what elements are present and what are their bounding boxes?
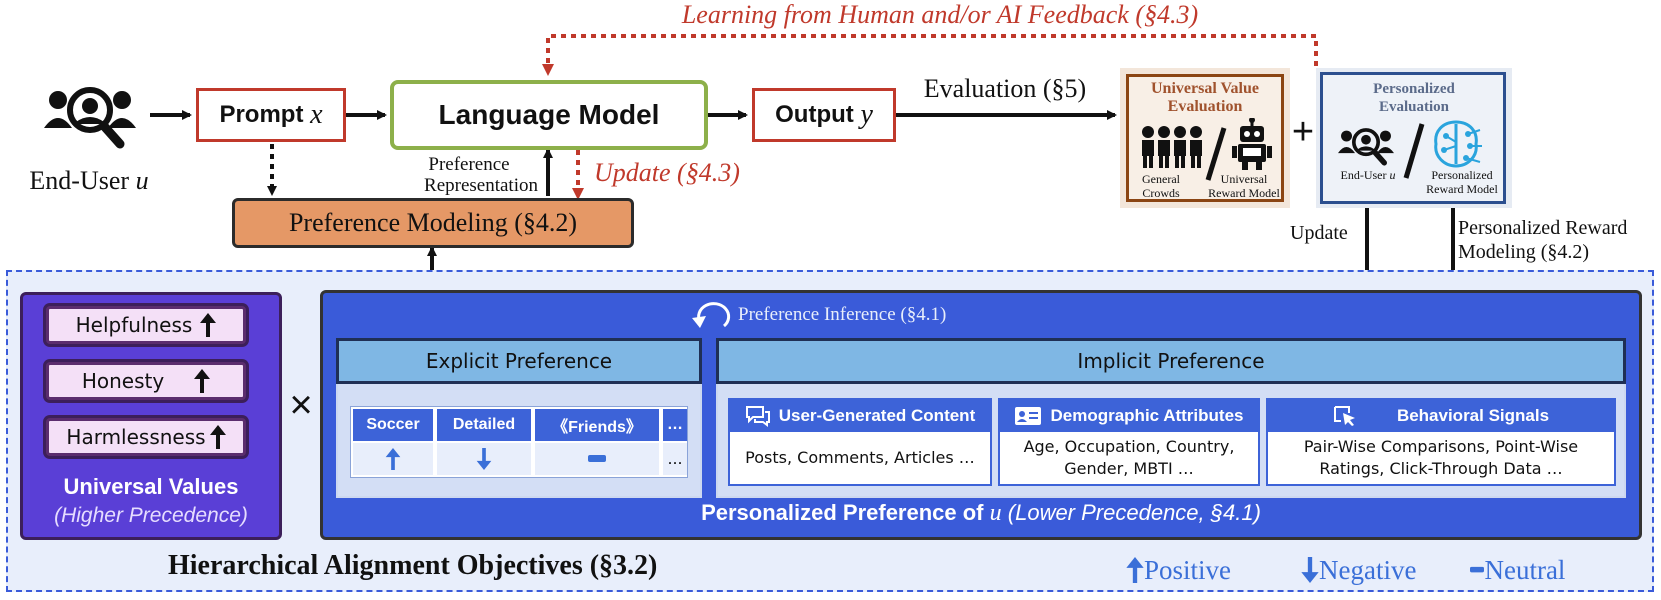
explicit-cell-friends <box>535 443 659 475</box>
value-pill-helpfulness: Helpfulness <box>46 306 246 344</box>
universal-reward-model-icon <box>1232 118 1272 170</box>
end-user-small-label: End-User u <box>1340 168 1396 182</box>
universal-evaluation-title: Universal Value Evaluation <box>1150 80 1259 115</box>
explicit-header-detailed: Detailed <box>437 409 531 441</box>
card-body: Pair-Wise Comparisons, Point-Wise Rating… <box>1268 432 1614 484</box>
up-arrow-icon <box>200 313 217 337</box>
end-user-small-icon <box>1338 128 1394 166</box>
preference-representation-label: Preference Representation <box>424 154 538 196</box>
explicit-cell-soccer <box>353 443 433 475</box>
explicit-cell-more: … <box>663 443 687 475</box>
slash-divider-icon <box>1205 127 1227 181</box>
output-box: Output y <box>752 88 896 142</box>
legend-positive: Positive <box>1126 555 1231 586</box>
personalized-preference-footer: Personalized Preference of u (Lower Prec… <box>701 500 1261 526</box>
feedback-loop-arrow <box>542 34 1318 76</box>
positive-arrow-icon <box>385 448 401 470</box>
implicit-preference-title: Implicit Preference <box>716 338 1626 384</box>
preference-modeling-box: Preference Modeling (§4.2) <box>232 198 634 248</box>
universal-values-title: Universal Values <box>63 474 239 499</box>
card-header: User-Generated Content <box>730 400 990 432</box>
update-label: Update (§4.3) <box>594 158 740 187</box>
personalized-rm-label: Personalized Reward Model <box>1426 168 1498 196</box>
personalized-evaluation-title: Personalized Evaluation <box>1373 81 1455 115</box>
value-pill-honesty: Honesty <box>46 362 246 400</box>
chat-bubbles-icon <box>745 406 770 427</box>
negative-arrow-icon <box>476 448 492 470</box>
explicit-preference-title: Explicit Preference <box>336 338 702 384</box>
personalized-reward-modeling-label: Personalized Reward Modeling (§4.2) <box>1458 217 1628 263</box>
preference-inference-label: Preference Inference (§4.1) <box>738 304 947 325</box>
refresh-loop-icon <box>692 302 731 328</box>
legend: Positive Negative Neutral <box>1126 552 1646 588</box>
explicit-header-friends: 《Friends》 <box>535 409 659 441</box>
explicit-header-soccer: Soccer <box>353 409 433 441</box>
explicit-cell-detailed <box>437 443 531 475</box>
up-arrow-icon <box>194 369 211 393</box>
feedback-label: Learning from Human and/or AI Feedback (… <box>681 0 1199 29</box>
neutral-dash-icon <box>588 455 606 462</box>
up-arrow-icon <box>209 425 226 449</box>
evaluation-label: Evaluation (§5) <box>923 74 1087 103</box>
general-crowds-icon <box>1142 126 1202 168</box>
general-crowds-label: General Crowds <box>1142 172 1180 200</box>
times-sign: × <box>289 382 313 427</box>
positive-legend-icon <box>1126 557 1144 583</box>
prompt-box: Prompt x <box>196 88 346 142</box>
ai-brain-icon <box>1434 120 1482 168</box>
personalized-evaluation-panel: Personalized Evaluation End-User u Perso… <box>1316 68 1512 208</box>
card-header: Behavioral Signals <box>1268 400 1614 432</box>
implicit-card-demographic: Demographic Attributes Age, Occupation, … <box>998 398 1260 486</box>
card-body: Age, Occupation, Country, Gender, MBTI … <box>1000 432 1258 484</box>
card-header: Demographic Attributes <box>1000 400 1258 432</box>
value-pill-harmlessness: Harmlessness <box>46 418 246 456</box>
language-model-box: Language Model <box>390 80 708 150</box>
legend-neutral: Neutral <box>1470 555 1565 586</box>
legend-negative: Negative <box>1301 555 1416 586</box>
plus-sign: + <box>1291 110 1315 153</box>
explicit-header-more: … <box>663 409 687 441</box>
update-small-label: Update <box>1290 222 1348 244</box>
negative-legend-icon <box>1301 557 1319 583</box>
implicit-card-behavioral: Behavioral Signals Pair-Wise Comparisons… <box>1266 398 1616 486</box>
end-user-icon <box>44 87 136 149</box>
id-card-icon <box>1015 407 1042 425</box>
end-user-label: End-User u <box>29 166 149 195</box>
slash-divider-2-icon <box>1403 123 1425 179</box>
universal-rm-label: Universal Reward Model <box>1208 172 1280 200</box>
universal-evaluation-panel: Universal Value Evaluation General Crowd… <box>1120 68 1290 208</box>
universal-values-subtitle: (Higher Precedence) <box>54 504 248 527</box>
hierarchy-title: Hierarchical Alignment Objectives (§3.2) <box>168 550 658 581</box>
cursor-click-icon <box>1333 406 1355 426</box>
explicit-preference-table: Soccer Detailed 《Friends》 … … <box>350 406 688 478</box>
card-body: Posts, Comments, Articles … <box>730 432 990 484</box>
implicit-card-user-generated: User-Generated Content Posts, Comments, … <box>728 398 992 486</box>
neutral-legend-icon <box>1470 566 1485 573</box>
